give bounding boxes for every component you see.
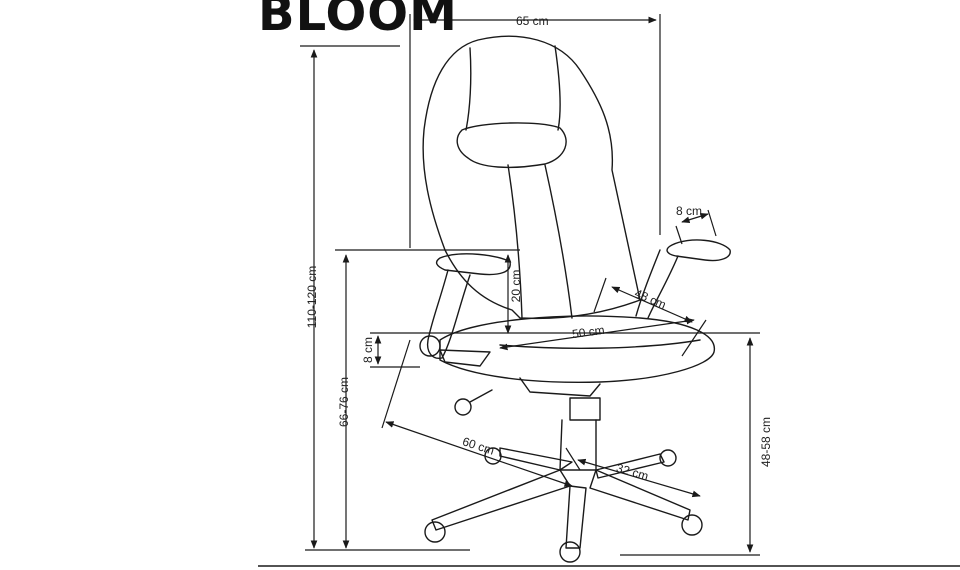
caster [424, 521, 446, 543]
seat-height-label: 48-58 cm [759, 416, 773, 468]
total-height-label: 110-120 cm [305, 265, 319, 329]
armrest-height-label: 66-76 cm [337, 376, 351, 428]
star-base [431, 469, 571, 531]
armrest-width-label: 8 cm [676, 204, 703, 218]
right-armrest [666, 239, 731, 262]
caster [559, 541, 581, 563]
seat [439, 315, 715, 383]
seat-thickness-label: 8 cm [361, 337, 375, 364]
gas-lift [569, 397, 601, 421]
caster [681, 514, 703, 536]
backrest [422, 35, 641, 320]
width-label: 65 cm [516, 14, 549, 28]
armrest-to-seat-label: 20 cm [509, 269, 523, 303]
brand-title: BLOOM [258, 0, 458, 42]
headrest [456, 122, 567, 169]
left-armrest [435, 253, 511, 276]
